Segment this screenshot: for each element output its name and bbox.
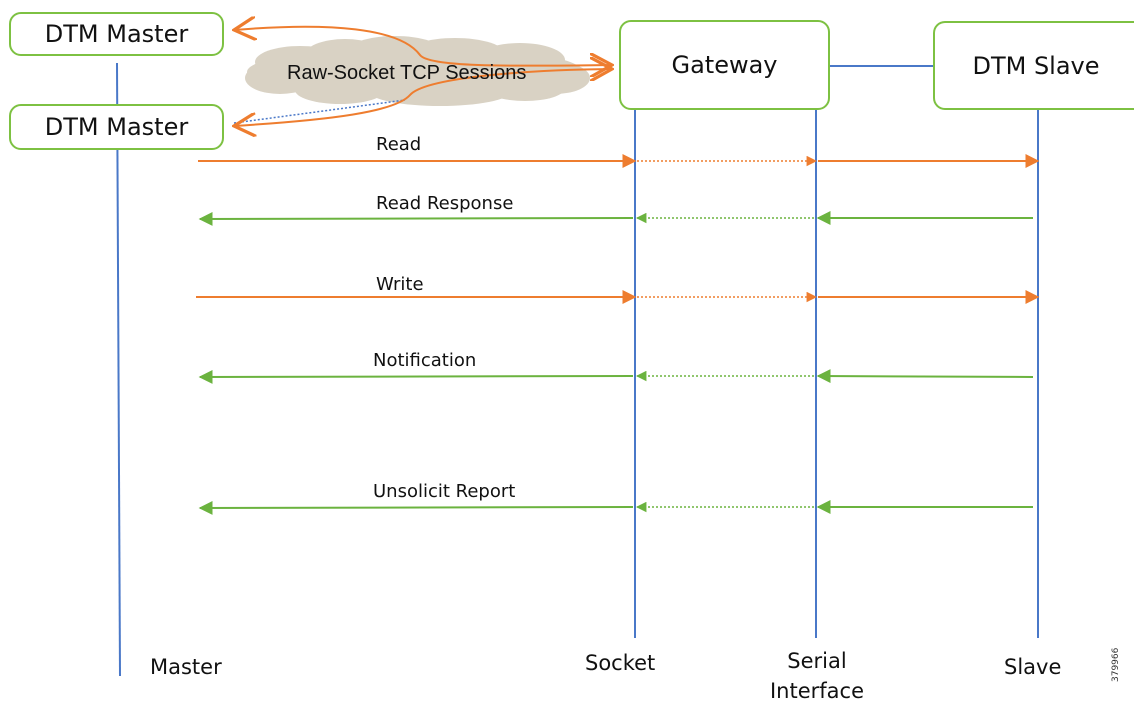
dtm-master-bottom-label: DTM Master <box>44 113 189 141</box>
unsolicit-report-message-arrow <box>198 500 1033 515</box>
write-label: Write <box>376 274 424 295</box>
figure-id: 379966 <box>1111 647 1121 682</box>
notification-message-arrow <box>198 369 1034 384</box>
slave-lane-label: Slave <box>1004 655 1062 679</box>
gateway-label: Gateway <box>671 51 778 79</box>
read-label: Read <box>376 134 422 155</box>
serial-label-line2: Interface <box>769 679 865 703</box>
serial-label-line1: Serial <box>787 649 847 673</box>
socket-lane-label: Socket <box>585 651 656 675</box>
dtm-slave-label: DTM Slave <box>972 51 1100 80</box>
dtm-master-bottom-box: DTM Master <box>9 104 224 150</box>
master-lane-label: Master <box>150 655 222 679</box>
dtm-master-top-label: DTM Master <box>44 20 189 48</box>
cloud-label: Raw-Socket TCP Sessions <box>287 62 527 84</box>
tcp-session-arrow-bottom <box>234 69 612 126</box>
dtm-slave-box: DTM Slave <box>933 21 1134 110</box>
dtm-master-top-box: DTM Master <box>9 12 224 56</box>
notification-label: Notification <box>373 350 477 371</box>
master-lifeline <box>116 62 121 677</box>
read-response-message-arrow <box>198 211 1033 226</box>
read-response-label: Read Response <box>376 193 514 214</box>
unsolicit-report-label: Unsolicit Report <box>373 481 516 502</box>
gateway-box: Gateway <box>619 20 830 110</box>
serial-interface-lane-label: Serial Interface <box>762 646 872 706</box>
